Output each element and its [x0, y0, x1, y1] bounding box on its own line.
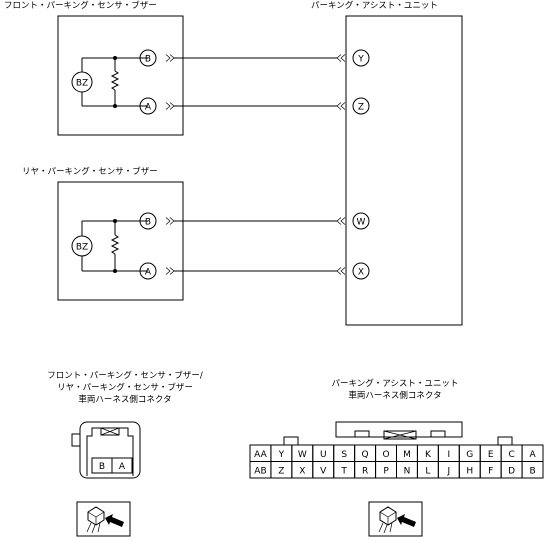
unit-connector-cells: AA Y W U S Q O M K I G E C A AB Z X V T R P N L J H F D B [249, 444, 544, 479]
unit-cell-label-m: M [403, 450, 411, 460]
svg-text:B: B [99, 462, 105, 472]
unit-pin-y [352, 49, 370, 67]
unit-cell-label-ab: AB [254, 466, 266, 476]
unit-cell-label-u: U [320, 450, 327, 460]
svg-text:A: A [145, 268, 152, 278]
rear-buzzer-box [57, 181, 184, 301]
unit-cell-label-x: X [299, 466, 305, 476]
unit-cell-b [521, 461, 544, 479]
svg-text:B: B [145, 55, 151, 65]
front-buzzer: BZ B A [57, 15, 184, 136]
wire-b-w [165, 217, 346, 225]
wire-a-x [165, 267, 346, 275]
buzzer-connector-caption-2: リヤ・パーキング・センサ・ブザー [57, 382, 193, 393]
rear-pin-a [139, 262, 157, 280]
unit-cell-label-l: L [425, 466, 430, 476]
front-pin-b [139, 49, 157, 67]
unit-cell-label-aa: AA [254, 450, 267, 460]
unit-cell-label-c: C [508, 450, 514, 460]
rear-buzzer-title: リヤ・パーキング・センサ・ブザー [22, 166, 158, 177]
unit-cell-label-p: P [383, 466, 389, 476]
unit-cell-label-t: T [340, 466, 347, 476]
rear-bz-symbol [71, 235, 93, 257]
svg-text:W: W [357, 218, 366, 228]
svg-text:Z: Z [358, 103, 364, 113]
unit-cell-label-v: V [320, 466, 327, 476]
buzzer-view-direction-icon [76, 501, 131, 537]
unit-connector-caption-2: 車両ハーネス側コネクタ [348, 390, 441, 401]
svg-text:Y: Y [357, 55, 364, 65]
front-bz-label: BZ [76, 79, 88, 89]
svg-text:B: B [145, 218, 151, 228]
unit-pin-x [352, 262, 370, 280]
wire-b-y [165, 54, 346, 62]
front-buzzer-box [57, 15, 184, 136]
svg-text:A: A [145, 103, 152, 113]
unit-cell-label-o: O [382, 450, 389, 460]
front-pin-a [139, 97, 157, 115]
rear-pin-b [139, 212, 157, 230]
buzzer-connector-caption-3: 車両ハーネス側コネクタ [78, 394, 171, 405]
unit-cell-label-h: H [466, 466, 473, 476]
unit-cell-label-b: B [529, 466, 535, 476]
unit-cell-label-y: Y [278, 450, 285, 460]
svg-text:X: X [358, 268, 364, 278]
unit-cell-label-j: J [446, 466, 450, 476]
unit-cell-label-g: G [466, 450, 473, 460]
unit-pin-z [352, 97, 370, 115]
unit-pin-w [352, 212, 370, 230]
unit-connector: AA Y W U S Q O M K I G E C A AB Z X V T R P N L J H F D B [249, 421, 544, 479]
unit-cell-label-f: F [488, 466, 493, 476]
rear-buzzer: BZ B A [57, 181, 184, 301]
front-bz-symbol [71, 71, 93, 93]
unit-cell-label-n: N [404, 466, 411, 476]
unit-connector-caption-1: パーキング・アシスト・ユニット [332, 378, 459, 389]
buzzer-connector: B A [71, 421, 141, 479]
unit-cell-label-z: Z [278, 466, 284, 476]
unit-cell-label-a: A [529, 450, 536, 460]
unit-title: パーキング・アシスト・ユニット [311, 0, 438, 11]
unit-cell-label-k: K [425, 450, 432, 460]
unit-cell-label-i: I [447, 450, 450, 460]
unit-cell-label-d: D [508, 466, 515, 476]
unit-cell-label-w: W [298, 450, 307, 460]
parking-assist-unit: Y Z W X [345, 15, 463, 326]
wire-a-z [165, 102, 346, 110]
svg-text:A: A [119, 462, 126, 472]
unit-cell-label-q: Q [362, 450, 369, 460]
buzzer-cell-a [111, 457, 133, 474]
unit-cell-label-r: R [362, 466, 368, 476]
unit-box [345, 15, 463, 326]
unit-view-direction-icon [368, 501, 423, 537]
unit-cell-label-e: E [488, 450, 494, 460]
front-buzzer-title: フロント・パーキング・センサ・ブザー [4, 0, 157, 11]
rear-bz-label: BZ [76, 243, 88, 253]
unit-cell-label-s: S [341, 450, 347, 460]
buzzer-connector-caption-1: フロント・パーキング・センサ・ブザー/ [47, 370, 203, 381]
